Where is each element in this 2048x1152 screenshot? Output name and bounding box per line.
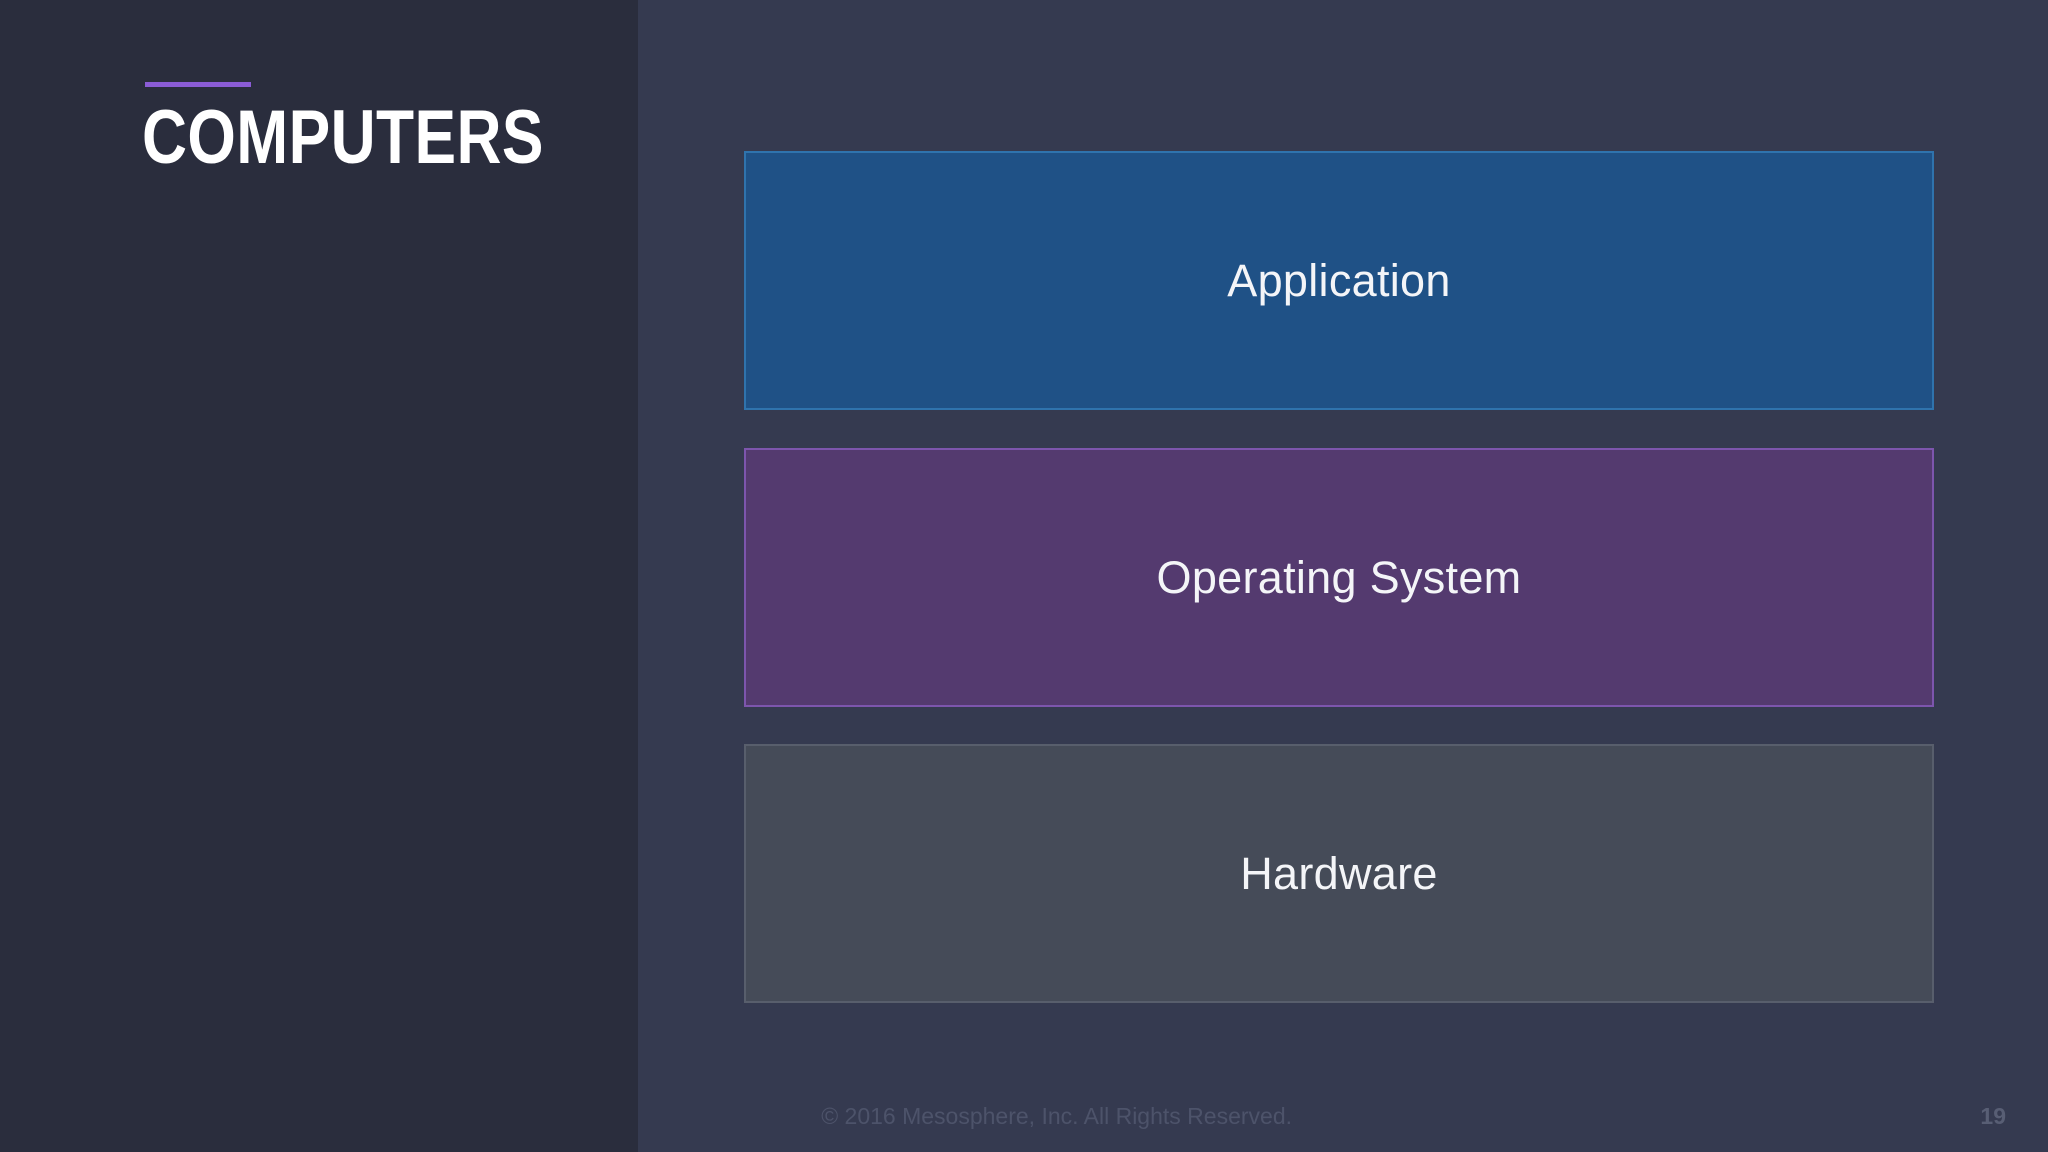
page-title: COMPUTERS [142, 95, 544, 180]
title-panel: COMPUTERS [0, 0, 638, 1152]
computer-stack-diagram: Application Operating System Hardware [744, 151, 1934, 1003]
stack-layer-application-label: Application [1227, 255, 1451, 306]
stack-layer-application: Application [744, 151, 1934, 410]
accent-rule [145, 82, 251, 87]
slide-footer: © 2016 Mesosphere, Inc. All Rights Reser… [0, 1082, 2048, 1152]
stack-layer-hardware-label: Hardware [1240, 848, 1438, 899]
stack-layer-operating-system: Operating System [744, 448, 1934, 707]
stack-layer-hardware: Hardware [744, 744, 1934, 1003]
stack-layer-operating-system-label: Operating System [1156, 552, 1522, 603]
copyright-text: © 2016 Mesosphere, Inc. All Rights Reser… [821, 1103, 1292, 1129]
page-number: 19 [1980, 1103, 2006, 1129]
